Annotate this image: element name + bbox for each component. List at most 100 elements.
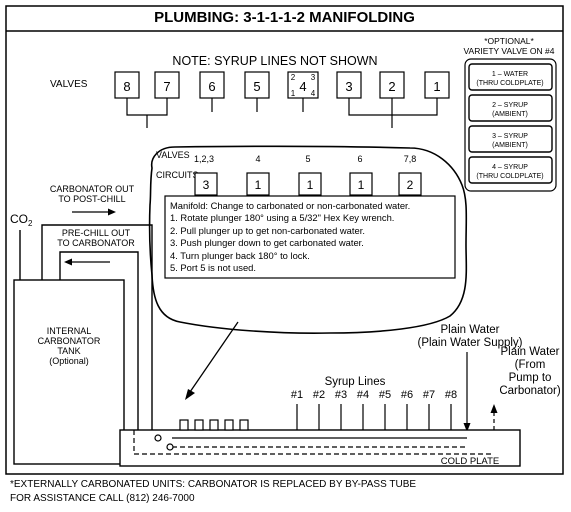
prechill-arrowhead [64, 258, 72, 266]
valve-brackets [126, 98, 438, 128]
valve-number: 4 [299, 79, 306, 94]
valve-group-label: 6 [357, 154, 362, 164]
variety-valve-items: 1 – WATER (THRU COLDPLATE) 2 – SYRUP (AM… [468, 63, 553, 184]
instruction-line: 3. Push plunger down to get carbonated w… [170, 237, 364, 249]
circuit-row: 3 1 1 1 2 [194, 172, 422, 196]
variety-item-text: (THRU COLDPLATE) [476, 80, 543, 87]
syrup-line-number: #2 [313, 389, 325, 401]
callout-pointer-line [189, 321, 239, 393]
syrup-line-number: #6 [401, 389, 413, 401]
variety-item-2 [468, 94, 553, 122]
syrup-line-numbers: #1 #2 #3 #4 #5 #6 #7 #8 [291, 389, 457, 401]
syrup-line-number: #5 [379, 389, 391, 401]
syrup-line-stubs [296, 404, 452, 430]
plain-water-pump-label: Carbonator) [499, 385, 561, 397]
valve-number: 3 [345, 79, 352, 94]
circuit-box [398, 172, 422, 196]
syrup-line-number: #3 [335, 389, 347, 401]
tank-label: CARBONATOR [38, 336, 101, 346]
instruction-line: 4. Turn plunger back 180° to lock. [170, 249, 310, 261]
cold-plate-port [166, 443, 174, 451]
instruction-box [164, 195, 456, 279]
footer-note: *EXTERNALLY CARBONATED UNITS: CARBONATOR… [10, 479, 416, 490]
prechill-out-label: PRE-CHILL OUT [62, 228, 131, 238]
plain-water-supply-arrowhead [463, 423, 471, 432]
instruction-line: 5. Port 5 is not used. [170, 262, 256, 274]
circuit-count: 1 [358, 178, 365, 192]
valve-number: 8 [123, 79, 130, 94]
circuit-count: 1 [307, 178, 314, 192]
variety-item-text: 2 – SYRUP [492, 102, 528, 109]
valve4-sub-number: 2 [291, 73, 296, 82]
valve-group-label: 1,2,3 [194, 154, 214, 164]
syrup-lines-label: Syrup Lines [325, 376, 386, 388]
valve-number: 7 [163, 79, 170, 94]
circuit-count: 2 [407, 178, 414, 192]
callout-pointer-arrowhead [185, 389, 195, 400]
circuit-box [194, 172, 218, 196]
plain-water-supply-label: Plain Water [440, 324, 499, 336]
optional-label: *OPTIONAL* [484, 36, 534, 46]
plain-water-pump-arrowhead [490, 404, 498, 413]
cold-plate-port [154, 434, 162, 442]
manifold-valves-label: VALVES [156, 150, 190, 160]
valve-box-6 [199, 71, 225, 99]
co2-label: CO2 [10, 212, 33, 228]
plain-water-pump-label: Pump to [509, 372, 552, 384]
valve-box-2 [379, 71, 405, 99]
prechill-out-label: TO CARBONATOR [57, 238, 135, 248]
plain-water-supply-label: (Plain Water Supply) [417, 337, 522, 349]
carbonator-out-label: TO POST-CHILL [58, 194, 125, 204]
variety-item-text: (AMBIENT) [492, 111, 528, 118]
valve-box-4 [287, 71, 319, 99]
circuit-count: 1 [255, 178, 262, 192]
syrup-line-number: #4 [357, 389, 369, 401]
valve-number: 5 [253, 79, 260, 94]
carbonator-out-label: CARBONATOR OUT [50, 184, 135, 194]
valve-group-label: 4 [255, 154, 260, 164]
circuit-box [298, 172, 322, 196]
instruction-line: 2. Pull plunger up to get non-carbonated… [170, 224, 365, 236]
tank-label: TANK [57, 346, 80, 356]
valve4-sub-number: 1 [291, 89, 296, 98]
circuit-box [349, 172, 373, 196]
variety-item-4 [468, 156, 553, 184]
page-title: PLUMBING: 3-1-1-1-2 MANIFOLDING [154, 9, 415, 26]
variety-item-text: (AMBIENT) [492, 142, 528, 149]
manifold-circuits-label: CIRCUITS [156, 170, 199, 180]
syrup-line-number: #8 [445, 389, 457, 401]
circuit-box [246, 172, 270, 196]
variety-item-text: 3 – SYRUP [492, 133, 528, 140]
manifold-instructions: Manifold: Change to carbonated or non-ca… [170, 200, 460, 274]
cold-plate-label: COLD PLATE [441, 456, 499, 467]
cold-plate [119, 429, 521, 467]
plain-water-pump-label: (From [515, 359, 546, 371]
syrup-line-number: #7 [423, 389, 435, 401]
tank-label: INTERNAL [47, 326, 92, 336]
valve-number: 1 [433, 79, 440, 94]
valve-group-label: 5 [305, 154, 310, 164]
valves-label: VALVES [50, 79, 88, 90]
carbonator-tank [13, 279, 125, 465]
variety-item-text: 1 – WATER [492, 71, 528, 78]
variety-item-1 [468, 63, 553, 91]
cold-plate-dashed-circuit [133, 430, 494, 455]
valve-group-label: 7,8 [404, 154, 417, 164]
valve-number: 2 [388, 79, 395, 94]
footer-contact: FOR ASSISTANCE CALL (812) 246-7000 [10, 493, 195, 504]
variety-item-text: 4 – SYRUP [492, 164, 528, 171]
instruction-line: 1. Rotate plunger 180° using a 5/32" Hex… [170, 212, 395, 224]
valve-row: 8 7 6 5 4 3 2 1 2 3 1 4 [114, 71, 450, 99]
valve4-sub-number: 4 [311, 89, 316, 98]
carbonator-out-arrowhead [108, 208, 116, 216]
syrup-lines-note: NOTE: SYRUP LINES NOT SHOWN [172, 54, 377, 68]
variety-valve-label: VARIETY VALVE ON #4 [463, 46, 554, 56]
outer-frame [5, 5, 564, 475]
instruction-line: Manifold: Change to carbonated or non-ca… [170, 200, 411, 211]
valve-number: 6 [208, 79, 215, 94]
variety-valve-panel [464, 58, 557, 192]
valve4-sub-number: 3 [311, 73, 316, 82]
plain-water-pump-label: Plain Water [500, 346, 559, 358]
